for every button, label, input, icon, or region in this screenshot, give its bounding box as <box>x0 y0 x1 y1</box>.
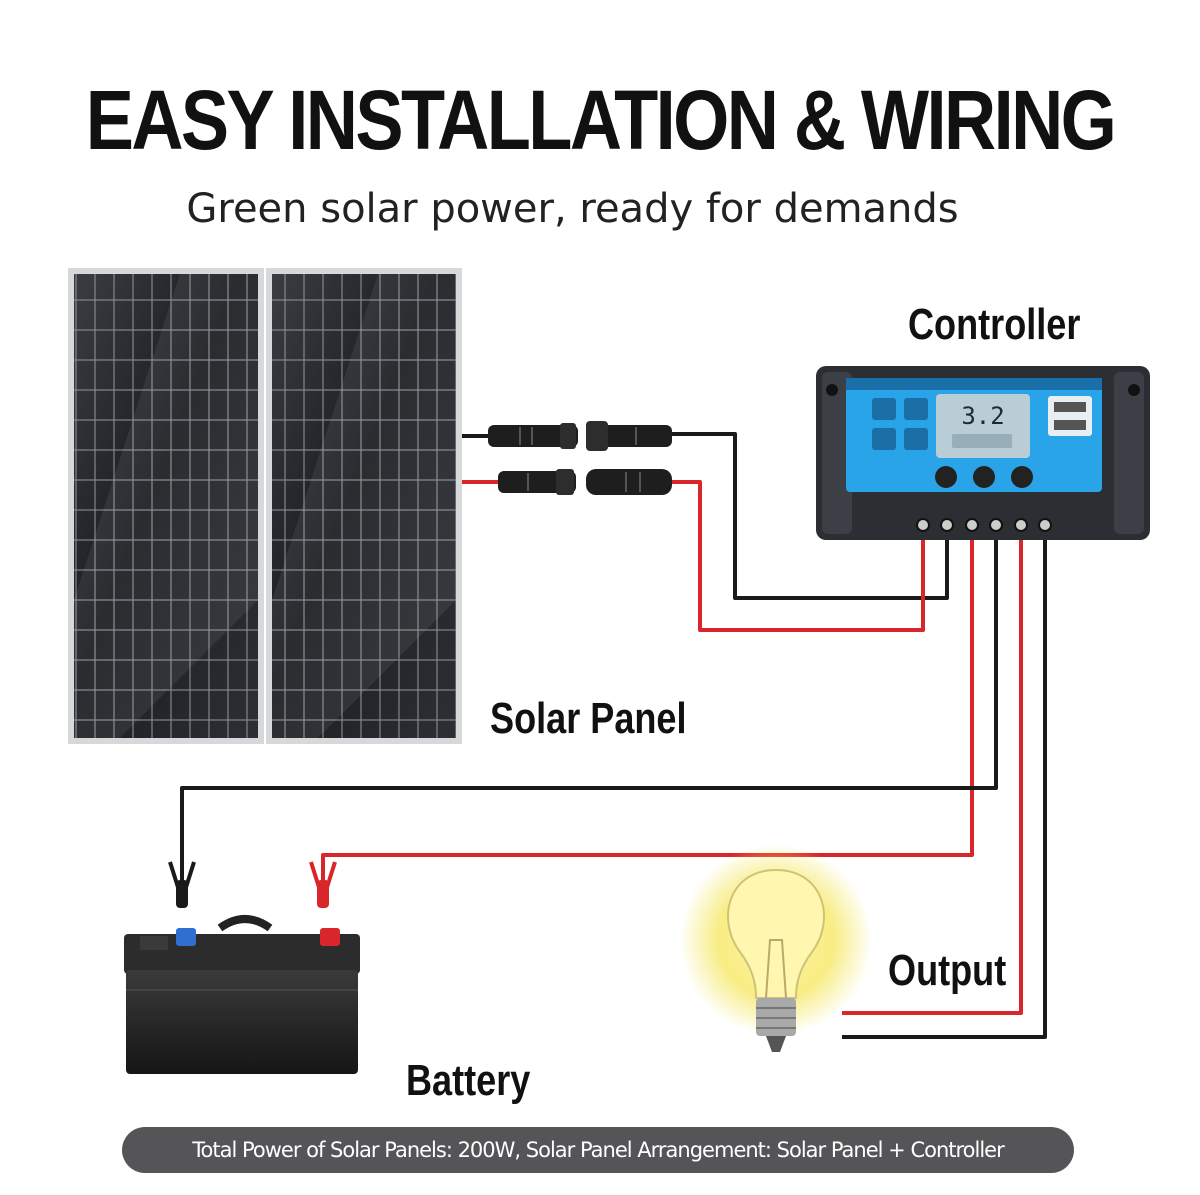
battery-clamp-positive <box>309 861 337 908</box>
battery <box>124 915 360 1074</box>
label-output: Output <box>888 946 1007 995</box>
mc4-connector-male-negative <box>488 423 578 449</box>
battery-clamp-negative <box>168 861 196 908</box>
controller-button-1[interactable] <box>935 466 957 488</box>
controller-button-3[interactable] <box>1011 466 1033 488</box>
solar-panel-right <box>266 268 462 744</box>
solar-panel-left <box>68 268 264 744</box>
wire-battery-negative <box>180 540 998 880</box>
page-title: EASY INSTALLATION & WIRING <box>85 73 1117 167</box>
battery-terminal-positive <box>320 928 340 946</box>
mc4-connector-female-negative <box>586 421 672 451</box>
charge-controller: 3.2 <box>816 366 1150 540</box>
footer-banner: Total Power of Solar Panels: 200W, Solar… <box>122 1127 1074 1173</box>
mc4-connector-male-positive <box>498 469 576 495</box>
light-bulb <box>680 844 872 1052</box>
label-solar-panel: Solar Panel <box>490 694 687 743</box>
wire-pv-negative <box>670 432 949 600</box>
wire-pv-positive <box>672 480 925 632</box>
mc4-connector-female-positive <box>586 469 672 495</box>
controller-button-2[interactable] <box>973 466 995 488</box>
page-subtitle: Green solar power, ready for demands <box>186 186 959 232</box>
controller-terminals <box>916 518 1052 532</box>
lcd-readout: 3.2 <box>961 402 1004 430</box>
battery-terminal-negative <box>176 928 196 946</box>
wire-battery-positive <box>321 540 974 880</box>
wire-output-negative <box>842 540 1047 1039</box>
label-battery: Battery <box>406 1056 531 1105</box>
wire-output-positive <box>842 540 1023 1015</box>
label-controller: Controller <box>908 300 1081 349</box>
footer-text: Total Power of Solar Panels: 200W, Solar… <box>192 1138 1005 1162</box>
